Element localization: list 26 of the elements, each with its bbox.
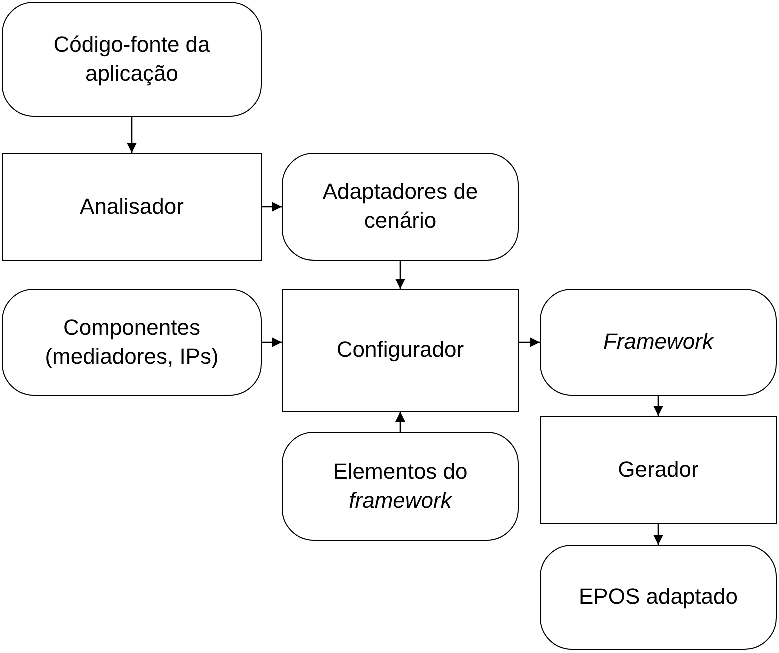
arrow (396, 412, 406, 432)
arrow (396, 261, 406, 289)
node-label: Componentes (mediadores, IPs) (44, 314, 220, 370)
rounded-box (2, 2, 262, 117)
arrow (654, 524, 664, 545)
arrow (127, 117, 137, 153)
process-box (2, 153, 262, 261)
arrow (262, 202, 282, 212)
node-label: Analisador (79, 192, 185, 221)
arrow (654, 396, 664, 416)
rounded-box (540, 545, 777, 650)
node-label: Framework (602, 328, 716, 356)
node-label: Gerador (617, 456, 700, 484)
rounded-box (2, 289, 262, 396)
arrow (262, 338, 282, 348)
node-label: EPOS adaptado (578, 583, 739, 612)
rounded-box (282, 432, 519, 541)
rounded-box (540, 289, 777, 396)
node-label: Elementos do framework (332, 458, 469, 514)
node-label: Adaptadores de cenário (322, 178, 480, 235)
process-box (540, 416, 777, 524)
process-box (282, 289, 519, 412)
node-label: Código-fonte da aplicação (52, 30, 212, 88)
node-label: Configurador (336, 336, 466, 364)
rounded-box (282, 153, 519, 261)
arrow (519, 338, 540, 348)
